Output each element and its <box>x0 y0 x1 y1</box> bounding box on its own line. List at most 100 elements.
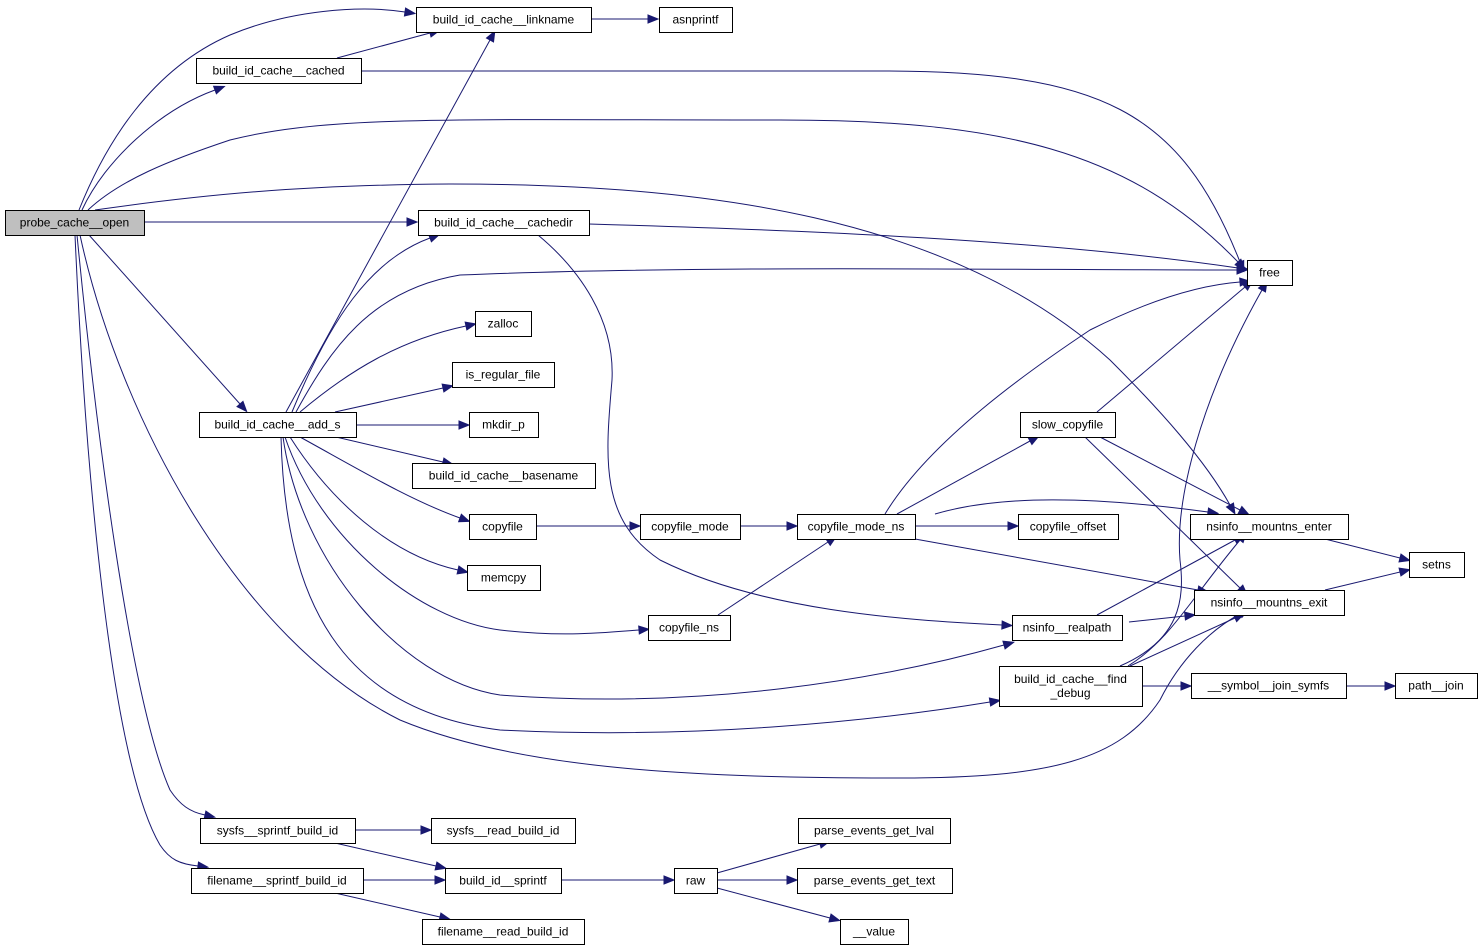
node-box[interactable] <box>469 412 539 438</box>
node-build-id-cache-basename[interactable]: build_id_cache__basename <box>412 463 596 489</box>
node-box[interactable] <box>418 210 590 236</box>
node-box[interactable] <box>196 58 362 84</box>
edge-build-id-cache-cached-to-build-id-cache-linkname <box>336 28 441 59</box>
node-box[interactable] <box>452 362 555 388</box>
node-is-regular-file[interactable]: is_regular_file <box>452 362 555 388</box>
node-label: build_id__sprintf <box>459 874 547 888</box>
node-sysfs-sprintf-build-id[interactable]: sysfs__sprintf_build_id <box>200 818 356 844</box>
node-memcpy[interactable]: memcpy <box>467 565 541 591</box>
edge-copyfile-ns-to-copyfile-mode-ns <box>717 535 838 616</box>
node-build-id-cache-cached[interactable]: build_id_cache__cached <box>196 58 362 84</box>
node-box[interactable] <box>999 666 1143 707</box>
edge-nsinfo-mountns-enter-to-setns <box>1324 538 1411 563</box>
node-box[interactable] <box>1247 260 1293 286</box>
node-box[interactable] <box>445 868 562 894</box>
node-build-id-cache-linkname[interactable]: build_id_cache__linkname <box>416 7 592 33</box>
node-box[interactable] <box>797 514 916 540</box>
node-box[interactable] <box>659 7 733 33</box>
node-filename-read-build-id[interactable]: filename__read_build_id <box>422 919 585 945</box>
node-box[interactable] <box>1190 514 1349 540</box>
node-symbol-join-symfs[interactable]: __symbol__join_symfs <box>1191 673 1347 699</box>
node-box[interactable] <box>475 311 532 337</box>
node-nsinfo-mountns-exit[interactable]: nsinfo__mountns_exit <box>1194 590 1345 616</box>
node-box[interactable] <box>469 514 537 540</box>
node-box[interactable] <box>797 868 953 894</box>
node-box[interactable] <box>416 7 592 33</box>
node-build-id-sprintf[interactable]: build_id__sprintf <box>445 868 562 894</box>
node-build-id-cache-find-debug[interactable]: build_id_cache__find_debug <box>999 666 1143 707</box>
node-box[interactable] <box>1194 590 1345 616</box>
edge-line <box>934 499 1209 515</box>
node-box[interactable] <box>199 412 357 438</box>
node-slow-copyfile[interactable]: slow_copyfile <box>1020 412 1116 438</box>
edge-line <box>1099 436 1241 511</box>
node-mkdir-p[interactable]: mkdir_p <box>469 412 539 438</box>
edge-raw-to-value <box>716 887 841 923</box>
node-box[interactable] <box>798 818 951 844</box>
node-box[interactable] <box>1191 673 1347 699</box>
node-asnprintf[interactable]: asnprintf <box>659 7 733 33</box>
edge-build-id-cache-add-s-to-build-id-cache-linkname <box>285 30 496 413</box>
node-box[interactable] <box>640 514 741 540</box>
node-label: build_id_cache__cachedir <box>434 216 573 230</box>
edge-line <box>1096 539 1236 616</box>
node-build-id-cache-cachedir[interactable]: build_id_cache__cachedir <box>418 210 590 236</box>
node-path-join[interactable]: path__join <box>1395 673 1478 699</box>
edge-line <box>336 32 431 59</box>
edge-line <box>717 541 829 616</box>
root-node-box[interactable] <box>5 210 145 236</box>
node-label: copyfile_mode <box>651 520 729 534</box>
node-label: nsinfo__realpath <box>1023 621 1112 635</box>
node-copyfile[interactable]: copyfile <box>469 514 537 540</box>
node-box[interactable] <box>1018 514 1119 540</box>
node-raw[interactable]: raw <box>674 868 718 894</box>
node-label: build_id_cache__cached <box>212 64 344 78</box>
node-value[interactable]: __value <box>840 919 909 945</box>
node-box[interactable] <box>1395 673 1478 699</box>
node-box[interactable] <box>191 868 364 894</box>
node-label: zalloc <box>488 317 519 331</box>
node-nsinfo-mountns-enter[interactable]: nsinfo__mountns_enter <box>1190 514 1349 540</box>
arrowhead-icon <box>403 7 417 17</box>
node-box[interactable] <box>1409 552 1465 578</box>
node-box[interactable] <box>1012 615 1123 641</box>
node-parse-events-get-lval[interactable]: parse_events_get_lval <box>798 818 951 844</box>
node-nsinfo-realpath[interactable]: nsinfo__realpath <box>1012 615 1123 641</box>
edge-line <box>299 325 467 413</box>
node-box[interactable] <box>200 818 356 844</box>
node-label: mkdir_p <box>482 418 525 432</box>
edge-sysfs-sprintf-build-id-to-sysfs-read-build-id <box>355 825 433 835</box>
node-box[interactable] <box>412 463 596 489</box>
node-box[interactable] <box>648 615 731 641</box>
edge-build-id-cache-add-s-to-build-id-cache-cachedir <box>291 233 441 413</box>
node-filename-sprintf-build-id[interactable]: filename__sprintf_build_id <box>191 868 364 894</box>
edge-probe-cache-open-to-filename-sprintf-build-id <box>74 234 210 871</box>
node-box[interactable] <box>840 919 909 945</box>
node-box[interactable] <box>1020 412 1116 438</box>
node-copyfile-mode-ns[interactable]: copyfile_mode_ns <box>797 514 916 540</box>
edge-copyfile-mode-ns-to-nsinfo-mountns-exit <box>914 538 1210 595</box>
node-label: build_id_cache__linkname <box>433 13 575 27</box>
edge-build-id-cache-add-s-to-mkdir-p <box>356 420 471 430</box>
node-build-id-cache-add-s[interactable]: build_id_cache__add_s <box>199 412 357 438</box>
node-probe-cache-open[interactable]: probe_cache__open <box>5 210 145 236</box>
node-parse-events-get-text[interactable]: parse_events_get_text <box>797 868 953 894</box>
node-box[interactable] <box>431 818 576 844</box>
node-copyfile-mode[interactable]: copyfile_mode <box>640 514 741 540</box>
edge-build-id-sprintf-to-raw <box>561 875 676 885</box>
node-box[interactable] <box>674 868 718 894</box>
arrowhead-icon <box>1183 611 1197 621</box>
node-copyfile-ns[interactable]: copyfile_ns <box>648 615 731 641</box>
arrowhead-icon <box>1237 505 1251 516</box>
node-zalloc[interactable]: zalloc <box>475 311 532 337</box>
node-copyfile-offset[interactable]: copyfile_offset <box>1018 514 1119 540</box>
node-label: raw <box>686 874 706 888</box>
node-box[interactable] <box>422 919 585 945</box>
edge-build-id-cache-find-debug-to-symbol-join-symfs <box>1142 681 1193 691</box>
node-sysfs-read-build-id[interactable]: sysfs__read_build_id <box>431 818 576 844</box>
arrowhead-icon <box>1001 620 1014 630</box>
node-setns[interactable]: setns <box>1409 552 1465 578</box>
edge-build-id-cache-add-s-to-build-id-cache-basename <box>335 436 455 467</box>
node-free[interactable]: free <box>1247 260 1293 286</box>
node-box[interactable] <box>467 565 541 591</box>
